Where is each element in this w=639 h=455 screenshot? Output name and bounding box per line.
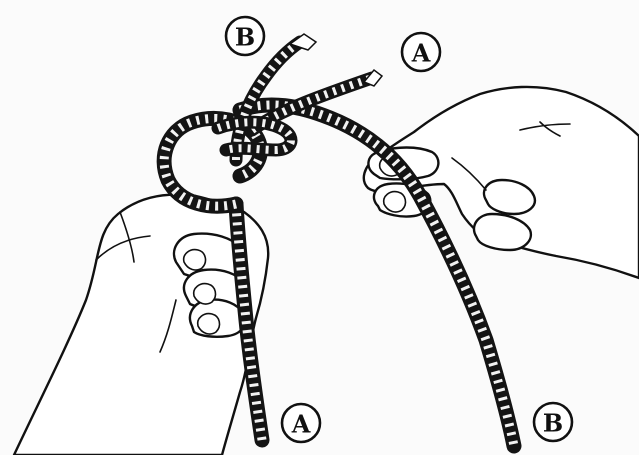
label-bottom-right: B: [534, 403, 572, 441]
label-bottom-right-text: B: [543, 409, 563, 438]
label-bottom-left-text: A: [291, 410, 311, 439]
label-top-left: B: [226, 17, 264, 55]
label-top-left-text: B: [235, 23, 255, 52]
label-top-right: A: [402, 33, 440, 71]
left-hand-icon: [14, 195, 268, 455]
label-top-right-text: A: [411, 39, 431, 68]
label-bottom-left: A: [282, 404, 320, 442]
